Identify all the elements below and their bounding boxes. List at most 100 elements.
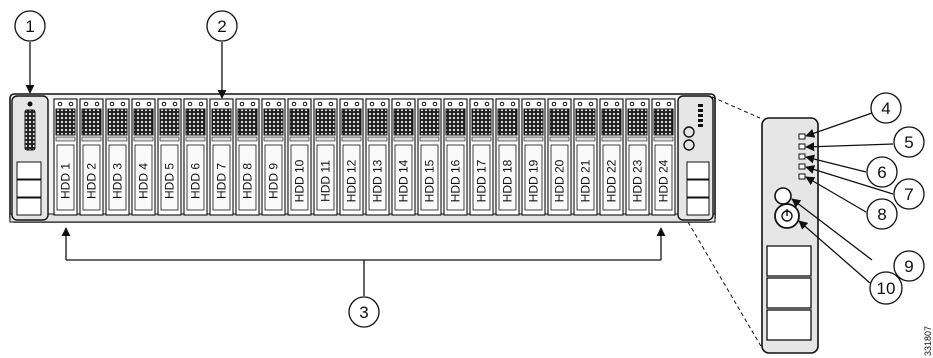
drive-release-latch[interactable]: [55, 136, 76, 142]
drive-bay[interactable]: HDD 24: [651, 98, 676, 216]
drive-label: HDD 9: [267, 163, 281, 199]
drive-bay[interactable]: HDD 6: [183, 98, 208, 216]
svg-text:10: 10: [877, 279, 896, 298]
drive-bay[interactable]: HDD 20: [547, 98, 572, 216]
drive-bay[interactable]: HDD 1: [53, 98, 78, 216]
drive-release-latch[interactable]: [107, 136, 128, 142]
drive-release-latch[interactable]: [185, 136, 206, 142]
drive-release-latch[interactable]: [549, 136, 570, 142]
drive-release-latch[interactable]: [523, 136, 544, 142]
left-rack-ear: [11, 95, 49, 221]
drive-handle[interactable]: [446, 144, 465, 211]
drive-activity-led-icon: [291, 101, 297, 107]
drive-handle[interactable]: [82, 144, 101, 211]
drive-label: HDD 21: [579, 159, 593, 202]
drive-release-latch[interactable]: [601, 136, 622, 142]
drive-fault-led-icon: [224, 101, 230, 107]
drive-release-latch[interactable]: [471, 136, 492, 142]
drive-bay[interactable]: HDD 8: [235, 98, 260, 216]
drive-release-latch[interactable]: [159, 136, 180, 142]
drive-fault-led-icon: [94, 101, 100, 107]
drive-release-latch[interactable]: [393, 136, 414, 142]
drive-handle[interactable]: [368, 144, 387, 211]
drive-release-latch[interactable]: [341, 136, 362, 142]
drive-release-latch[interactable]: [575, 136, 596, 142]
drive-bay[interactable]: HDD 4: [131, 98, 156, 216]
drive-bay[interactable]: HDD 13: [365, 98, 390, 216]
drive-handle[interactable]: [56, 144, 75, 211]
drive-handle[interactable]: [472, 144, 491, 211]
drive-handle[interactable]: [108, 144, 127, 211]
drive-bay[interactable]: HDD 7: [209, 98, 234, 216]
drive-bay[interactable]: HDD 22: [599, 98, 624, 216]
drive-bay[interactable]: HDD 21: [573, 98, 598, 216]
network-link-led-icon: [798, 143, 806, 150]
drive-release-latch[interactable]: [263, 136, 284, 142]
drive-label: HDD 5: [163, 163, 177, 199]
drive-handle[interactable]: [654, 144, 673, 211]
drive-handle[interactable]: [316, 144, 335, 211]
drive-release-latch[interactable]: [315, 136, 336, 142]
drive-handle[interactable]: [342, 144, 361, 211]
drive-bay[interactable]: HDD 19: [521, 98, 546, 216]
svg-text:6: 6: [877, 163, 886, 182]
drive-fault-led-icon: [198, 101, 204, 107]
drive-release-latch[interactable]: [627, 136, 648, 142]
drive-fault-led-icon: [432, 101, 438, 107]
drive-handle[interactable]: [550, 144, 569, 211]
drive-fault-led-icon: [510, 101, 516, 107]
drive-handle[interactable]: [134, 144, 153, 211]
drive-release-latch[interactable]: [419, 136, 440, 142]
drive-label: HDD 18: [501, 159, 515, 202]
drive-handle[interactable]: [498, 144, 517, 211]
drive-vent-grille: [445, 108, 466, 136]
drive-release-latch[interactable]: [133, 136, 154, 142]
drive-release-latch[interactable]: [497, 136, 518, 142]
drive-vent-grille: [419, 108, 440, 136]
drive-label: HDD 13: [371, 159, 385, 202]
drive-handle[interactable]: [576, 144, 595, 211]
drive-handle[interactable]: [524, 144, 543, 211]
drive-vent-grille: [107, 108, 128, 136]
drive-handle[interactable]: [628, 144, 647, 211]
drive-fault-led-icon: [276, 101, 282, 107]
drive-bay[interactable]: HDD 23: [625, 98, 650, 216]
callout-5: 5: [893, 126, 925, 158]
drive-release-latch[interactable]: [237, 136, 258, 142]
drive-bay[interactable]: HDD 3: [105, 98, 130, 216]
drive-release-latch[interactable]: [445, 136, 466, 142]
drive-handle[interactable]: [420, 144, 439, 211]
drive-handle[interactable]: [212, 144, 231, 211]
drive-bay[interactable]: HDD 5: [157, 98, 182, 216]
drive-bay[interactable]: HDD 18: [495, 98, 520, 216]
drive-handle[interactable]: [238, 144, 257, 211]
drive-handle[interactable]: [394, 144, 413, 211]
drive-release-latch[interactable]: [289, 136, 310, 142]
drive-release-latch[interactable]: [81, 136, 102, 142]
drive-bay[interactable]: HDD 16: [443, 98, 468, 216]
drive-handle[interactable]: [602, 144, 621, 211]
drive-bay[interactable]: HDD 14: [391, 98, 416, 216]
drive-handle[interactable]: [160, 144, 179, 211]
drive-release-latch[interactable]: [367, 136, 388, 142]
drive-bay[interactable]: HDD 9: [261, 98, 286, 216]
drive-release-latch[interactable]: [653, 136, 674, 142]
drive-bay[interactable]: HDD 15: [417, 98, 442, 216]
drive-bay[interactable]: HDD 17: [469, 98, 494, 216]
drive-bay[interactable]: HDD 2: [79, 98, 104, 216]
drive-label: HDD 24: [657, 159, 671, 202]
drive-bay[interactable]: HDD 12: [339, 98, 364, 216]
drive-bay[interactable]: HDD 10: [287, 98, 312, 216]
drive-vent-grille: [471, 108, 492, 136]
drive-label: HDD 22: [605, 159, 619, 202]
drive-release-latch[interactable]: [211, 136, 232, 142]
drive-handle[interactable]: [290, 144, 309, 211]
drive-handle[interactable]: [186, 144, 205, 211]
drive-vent-grille: [315, 108, 336, 136]
drive-label: HDD 4: [137, 163, 151, 199]
drive-bay[interactable]: HDD 11: [313, 98, 338, 216]
drive-handle[interactable]: [264, 144, 283, 211]
callout-1: 1: [14, 10, 46, 42]
